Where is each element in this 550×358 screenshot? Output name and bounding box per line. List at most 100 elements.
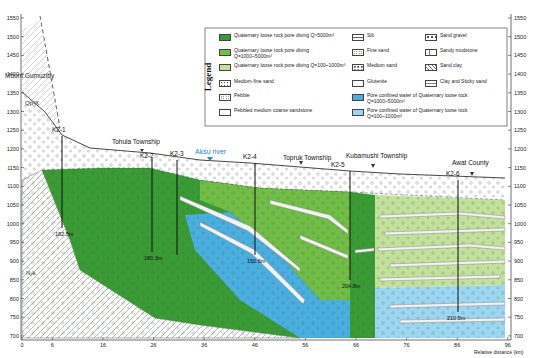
axis-value: 1150 [514,165,526,171]
axis-value: 66 [353,342,359,348]
legend-pattern [352,80,364,87]
legend-text: Medium-fine sand [234,79,348,85]
axis-value: 86 [454,342,460,348]
axis-value: 1000 [514,221,526,227]
well-id: K2-1 [52,126,66,133]
axis-value: 1000 [2,221,19,227]
axis-tick [508,167,511,168]
legend-pattern [425,49,437,56]
axis-value: 1350 [2,90,19,96]
legend-swatch [219,34,231,41]
axis-value: 1050 [514,202,526,208]
well-id: K2-2 [140,152,154,159]
axis-value: 750 [514,314,523,320]
well-id: K2-5 [331,161,345,168]
legend-pattern [352,34,364,41]
legend-pattern [352,64,364,71]
axis-tick [508,298,511,299]
legend-text: Quaternary loose rock pore diving Q>5000… [234,33,348,39]
legend-text: Quaternary loose rock pore diving Q=1000… [234,48,348,60]
legend-pattern [425,34,437,41]
legend-text: Pore confined water of Quaternary loose … [367,108,501,120]
well-id: K2-3 [170,150,184,157]
legend-title: Legend [204,63,214,92]
axis-value: 900 [2,258,19,264]
axis-value: 800 [514,296,523,302]
place-name: Topruk Township [283,154,331,161]
axis-value: 750 [2,314,19,320]
axis-tick [508,148,511,149]
legend-swatch [352,94,364,101]
axis-value: 1200 [2,146,19,152]
legend-text: Clay and Sticky sand [440,79,502,85]
axis-value: 36 [201,342,207,348]
axis-tick [508,111,511,112]
legend-swatch [219,49,231,56]
axis-value: 1250 [2,127,19,133]
place-name: Awat County [452,159,489,166]
well-depth: 210.5m [447,315,465,321]
axis-tick [508,130,511,131]
axis-value: 46 [252,342,258,348]
axis-tick [508,55,511,56]
legend-text: Quaternary loose rock pore diving Q=100~… [234,63,348,69]
axis-value: 1450 [514,52,526,58]
axis-value: 1250 [514,127,526,133]
axis-tick [508,92,511,93]
legend-text: Glutenite [367,79,423,85]
axis-value: 96 [505,342,511,348]
place-name: Tohula Township [112,138,160,145]
legend-swatch [352,109,364,116]
axis-value: 850 [514,277,523,283]
axis-tick [508,261,511,262]
axis-value: 1300 [2,109,19,115]
axis-value: 950 [2,239,19,245]
legend-text: Sand gravel [440,33,502,39]
axis-title: Relative distance (km) [474,350,523,356]
axis-tick [21,18,24,19]
legend-text: Pebbled medium coarse sandstone [234,108,348,114]
river-name: Aksu river [195,148,226,156]
axis-value: 900 [514,258,523,264]
legend-text: Pebble [234,93,348,99]
place-name: Kubamushi Township [346,152,407,159]
legend-pattern [219,109,231,116]
axis-value: 1150 [2,165,19,171]
legend-pattern [352,49,364,56]
axis-value: 1400 [2,71,19,77]
legend-text: Fine sand [367,48,423,54]
axis-value: 1550 [2,15,19,21]
axis-value: 76 [403,342,409,348]
axis-value: 1100 [514,183,526,189]
axis-tick [508,18,511,19]
axis-value: 1500 [514,34,526,40]
axis-value: 1350 [514,90,526,96]
legend-text: Sand clay [440,63,502,69]
axis-value: 1050 [2,202,19,208]
axis-value: 850 [2,277,19,283]
axis-tick [508,279,511,280]
well-depth: 180.3m [144,255,162,261]
axis-tick [508,242,511,243]
axis-value: 6 [51,342,54,348]
legend-pattern [219,94,231,101]
axis-value: 16 [100,342,106,348]
axis-tick [508,36,511,37]
axis-value: 1200 [514,146,526,152]
axis-value: 700 [514,333,523,339]
legend-pattern [219,80,231,87]
axis-tick [508,74,511,75]
well-id: K2-4 [243,153,257,160]
formation-code: Qp³X [25,100,39,107]
axis-value: 1450 [2,52,19,58]
well-depth: 182.5m [55,231,73,237]
legend-text: Silt [367,33,423,39]
formation-code: N₂k [26,270,36,277]
axis-value: 950 [514,239,523,245]
legend-pattern [425,80,437,87]
legend-pattern [425,64,437,71]
axis-tick [508,223,511,224]
axis-value: 56 [302,342,308,348]
axis-value: 700 [2,333,19,339]
